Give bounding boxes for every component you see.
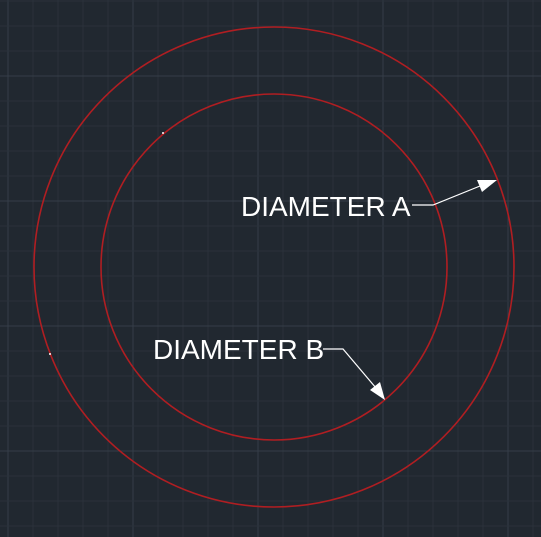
point-marker xyxy=(162,132,164,134)
leader-b-arrowhead xyxy=(370,382,385,400)
point-marker xyxy=(49,353,51,355)
diameter-b-label[interactable]: DIAMETER B xyxy=(153,334,324,365)
outer-circle[interactable] xyxy=(33,26,515,508)
leader-diameter-a[interactable] xyxy=(412,180,497,206)
inner-circle[interactable] xyxy=(100,93,448,441)
leader-diameter-b[interactable] xyxy=(323,348,385,400)
diameter-a-label[interactable]: DIAMETER A xyxy=(241,191,411,222)
leader-b-line xyxy=(323,348,377,389)
leader-a-line xyxy=(412,185,481,206)
leader-a-arrowhead xyxy=(477,180,497,192)
